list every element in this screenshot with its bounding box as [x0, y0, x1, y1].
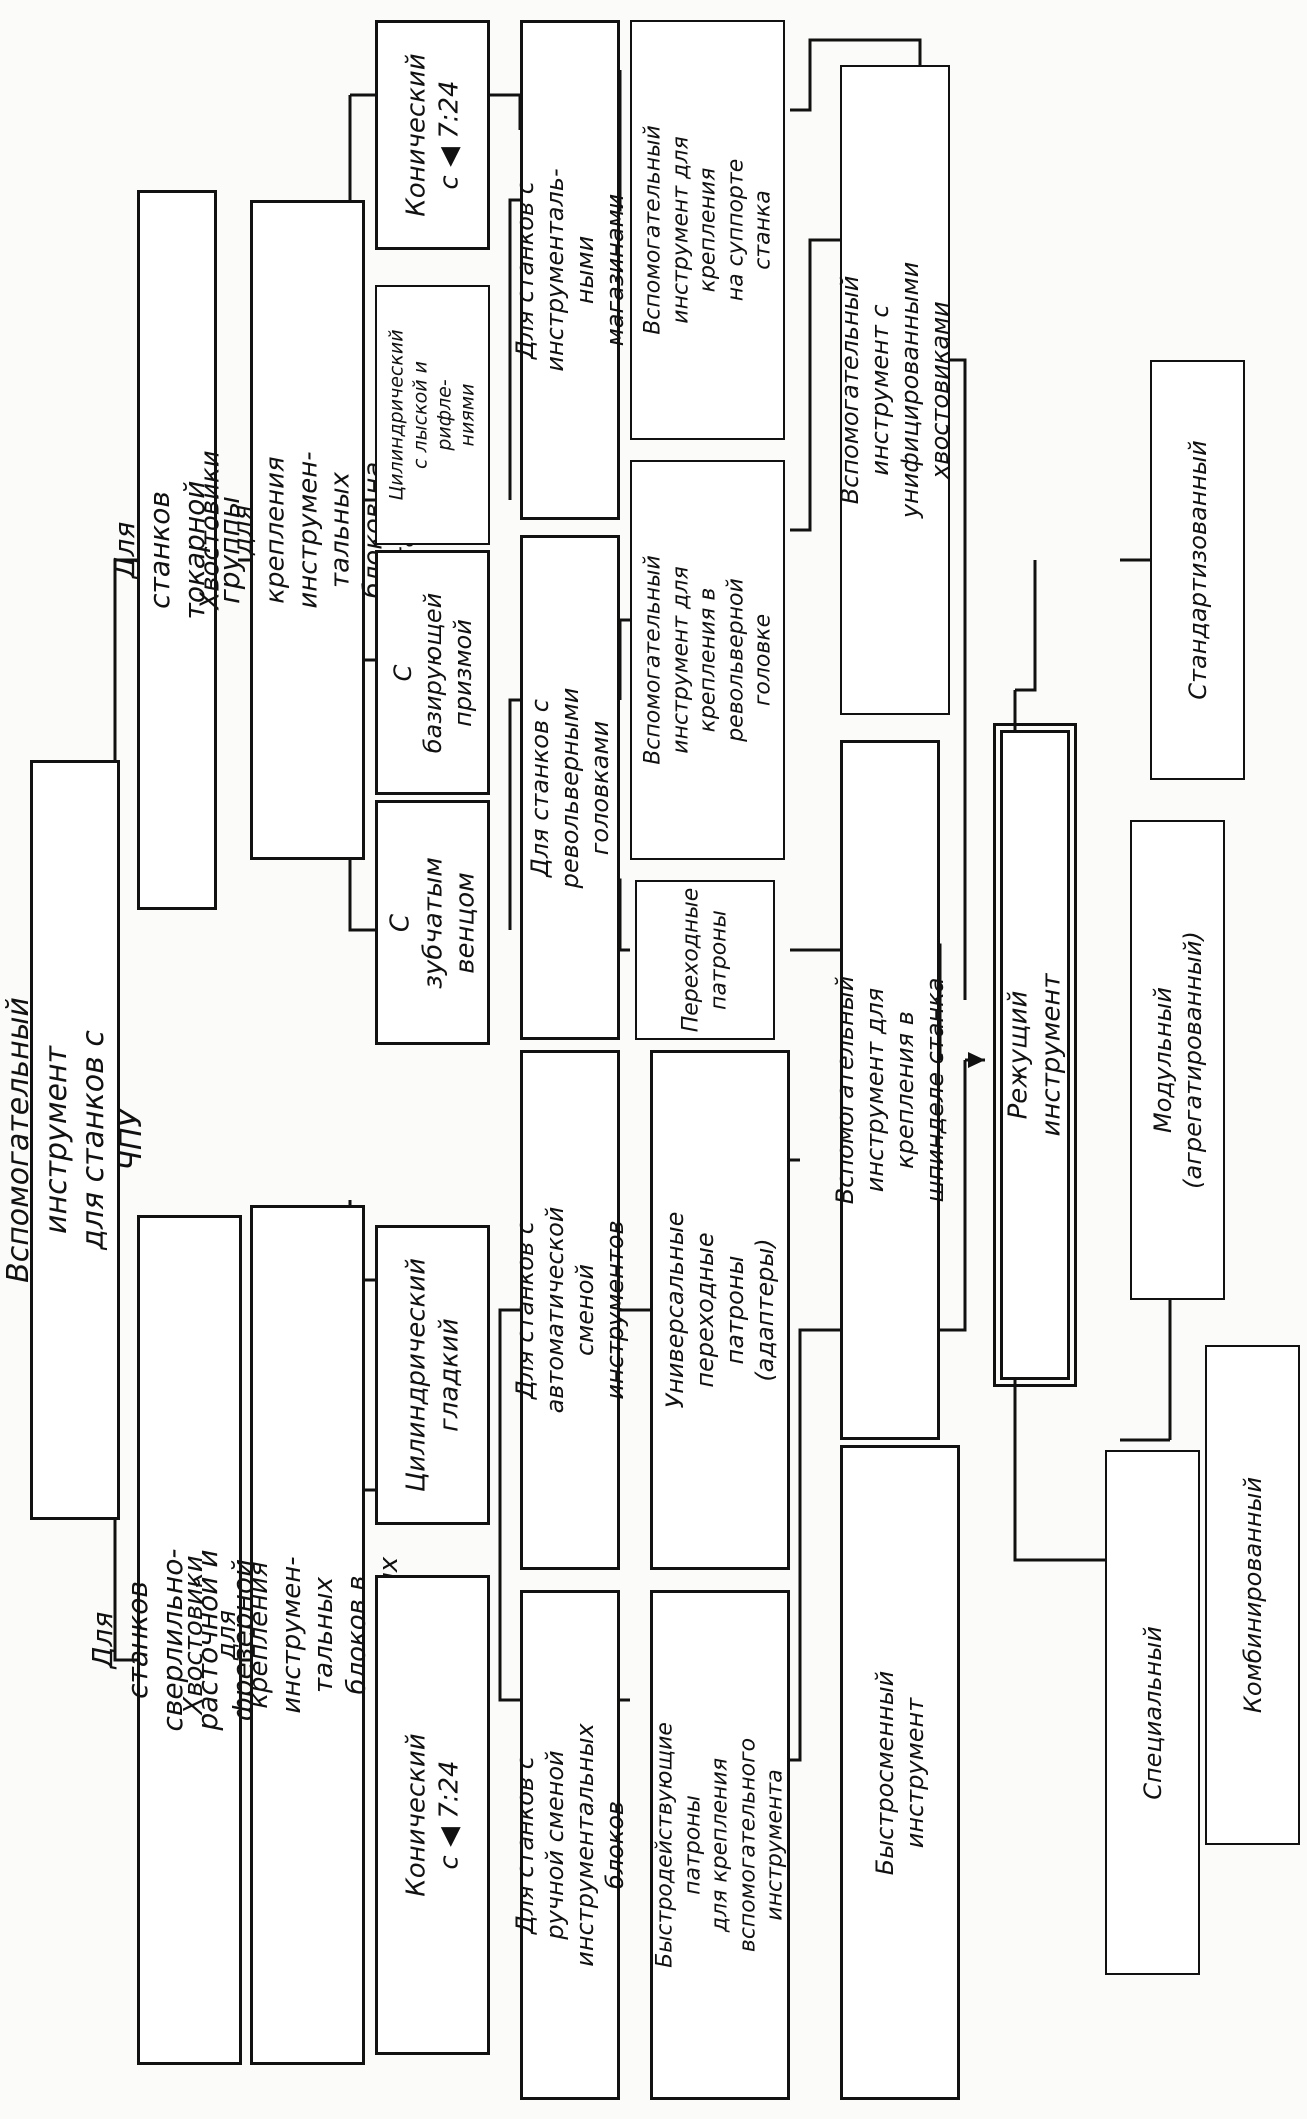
aux-unified-label: Вспомогательный инструмент с унифицирова… — [836, 261, 954, 519]
aux-unified-box: Вспомогательный инструмент с унифицирова… — [836, 65, 954, 715]
shank-machine-box: Хвостовики для крепления инструмен- таль… — [195, 200, 420, 860]
aux-turret-label: Вспомогательный инструмент для крепления… — [639, 555, 775, 765]
standardized-label: Стандартизованный — [1183, 440, 1212, 700]
quick-chucks-box: Быстродействующие патроны для крепления … — [650, 1590, 790, 2100]
conical-724-machine-label: Конический с ◀ 7:24 — [401, 53, 464, 217]
special-box: Специальный — [1105, 1450, 1200, 1975]
aux-spindle-box: Вспомогательный инструмент для крепления… — [831, 740, 949, 1440]
universal-adapters-label: Универсальные переходные патроны (адапте… — [661, 1211, 779, 1409]
conical-724-machine-box: Конический с ◀ 7:24 — [375, 20, 490, 250]
manual-change-box: Для станков с ручной сменой инструментал… — [511, 1590, 629, 2100]
turret-label: Для станков с револьверными головками — [526, 687, 614, 888]
aux-spindle-label: Вспомогательный инструмент для крепления… — [831, 975, 949, 1205]
aux-turret-box: Вспомогательный инструмент для крепления… — [630, 460, 785, 860]
cylindrical-smooth-box: Цилиндрический гладкий — [375, 1225, 490, 1525]
manual-change-label: Для станков с ручной сменой инструментал… — [511, 1723, 629, 1967]
magazine-box: Для станков с инструменталь- ными магази… — [511, 20, 629, 520]
combined-box: Комбинированный — [1205, 1345, 1300, 1845]
adapter-chucks-label: Переходные патроны — [678, 887, 732, 1033]
standardized-box: Стандартизованный — [1150, 360, 1245, 780]
drill-mill-box: Для станков сверлильно-расточной и фрезе… — [86, 1215, 294, 2065]
cutting-tool-box: Режущий инструмент — [993, 723, 1077, 1387]
cylindrical-smooth-label: Цилиндрический гладкий — [401, 1257, 464, 1493]
adapter-chucks-box: Переходные патроны — [635, 880, 775, 1040]
auto-change-box: Для станков с автоматической сменой инст… — [511, 1050, 629, 1570]
auto-change-label: Для станков с автоматической сменой инст… — [511, 1206, 629, 1414]
shank-spindle-box: Хвостовики для крепления инструмен- таль… — [179, 1205, 436, 2065]
conical-724-spindle-label: Конический с ◀ 7:24 — [401, 1733, 464, 1897]
combined-label: Комбинированный — [1238, 1476, 1267, 1714]
conical-724-spindle-box: Конический с ◀ 7:24 — [375, 1575, 490, 2055]
aux-support-label: Вспомогательный инструмент для крепления… — [639, 125, 775, 335]
quick-chucks-label: Быстродействующие патроны для крепления … — [652, 1722, 788, 1968]
lathe-box: Для станков токарной группы — [108, 190, 246, 910]
root-label: Вспомогательный инструмент для станков с… — [1, 997, 149, 1283]
cutting-tool-label: Режущий инструмент — [1003, 973, 1067, 1137]
modular-box: Модульный (агрегатированный) — [1130, 820, 1225, 1300]
quick-change-box: Быстросменный инструмент — [840, 1445, 960, 2100]
aux-support-box: Вспомогательный инструмент для крепления… — [630, 20, 785, 440]
turret-box: Для станков с револьверными головками — [520, 535, 620, 1040]
cylindrical-flat-label: Цилиндрический с лыской и рифле- ниями — [385, 329, 479, 501]
magazine-label: Для станков с инструменталь- ными магази… — [511, 168, 629, 372]
special-label: Специальный — [1138, 1625, 1167, 1800]
cylindrical-flat-box: Цилиндрический с лыской и рифле- ниями — [375, 285, 490, 545]
root-box: Вспомогательный инструмент для станков с… — [1, 760, 149, 1520]
modular-label: Модульный (агрегатированный) — [1148, 931, 1207, 1189]
gear-rim-label: С зубчатым венцом — [384, 856, 480, 989]
prism-box: С базирующей призмой — [375, 550, 490, 795]
universal-adapters-box: Универсальные переходные патроны (адапте… — [650, 1050, 790, 1570]
gear-rim-box: С зубчатым венцом — [375, 800, 490, 1045]
quick-change-label: Быстросменный инструмент — [871, 1670, 929, 1875]
prism-label: С базирующей призмой — [388, 592, 477, 753]
